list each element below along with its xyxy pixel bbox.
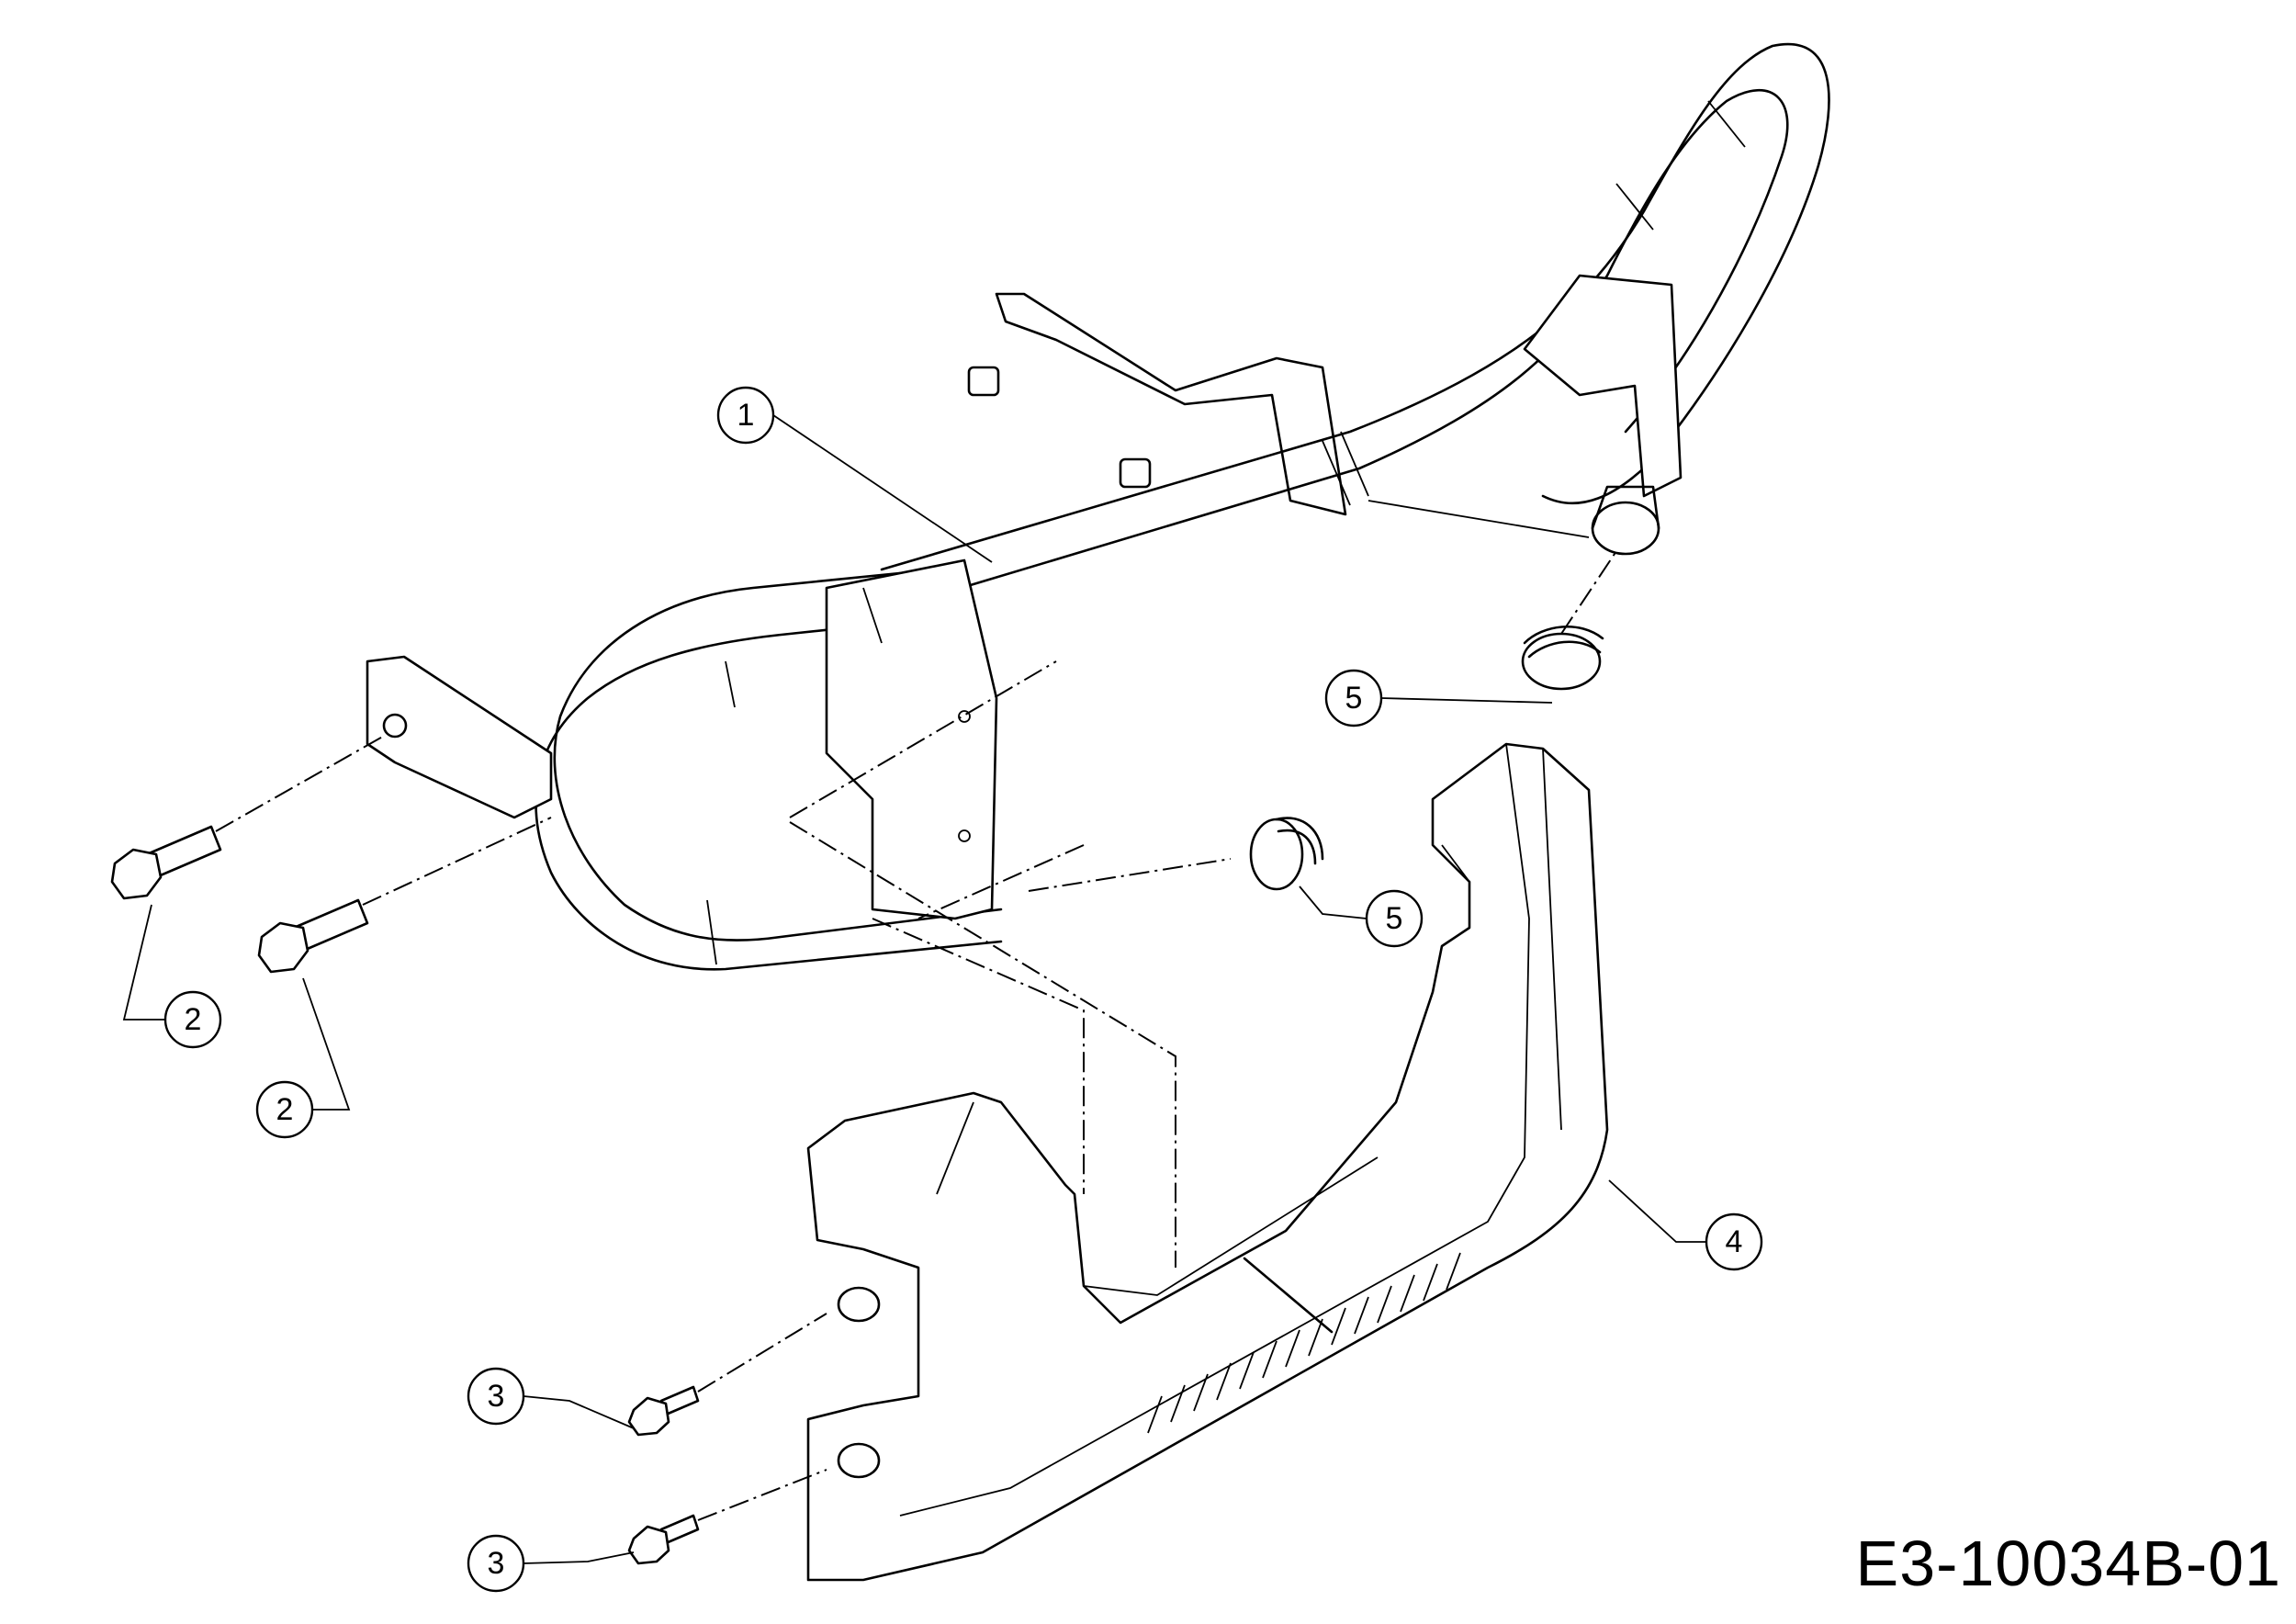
bumper-cover: [806, 742, 1609, 1582]
bumper-frame: [366, 42, 1830, 971]
flange-screw-lower: [627, 1514, 700, 1565]
svg-text:1: 1: [737, 398, 755, 433]
callout-5-right: 5: [1324, 669, 1553, 727]
svg-text:3: 3: [488, 1546, 505, 1581]
svg-text:5: 5: [1386, 901, 1403, 936]
svg-text:5: 5: [1345, 681, 1363, 716]
flange-bolt-left: [110, 825, 222, 900]
callout-4: 4: [1608, 1179, 1763, 1271]
svg-text:2: 2: [185, 1002, 202, 1037]
callout-2-left: 2: [122, 904, 222, 1049]
callout-2-right: 2: [255, 977, 351, 1139]
flange-screw-upper: [627, 1385, 700, 1437]
flange-bolt-right: [257, 898, 369, 974]
callout-1: 1: [716, 386, 993, 563]
callout-3-lower: 3: [467, 1534, 635, 1593]
end-plug-center: [1249, 817, 1324, 891]
assembly-centerlines: [215, 550, 1617, 1521]
svg-text:3: 3: [488, 1379, 505, 1414]
svg-text:4: 4: [1726, 1224, 1743, 1259]
svg-text:2: 2: [276, 1092, 294, 1127]
end-plug-right: [1521, 625, 1604, 691]
drawing-number: E3-10034B-01: [1855, 1528, 2281, 1599]
callout-5-center: 5: [1299, 885, 1424, 948]
callout-3-upper: 3: [467, 1367, 635, 1429]
